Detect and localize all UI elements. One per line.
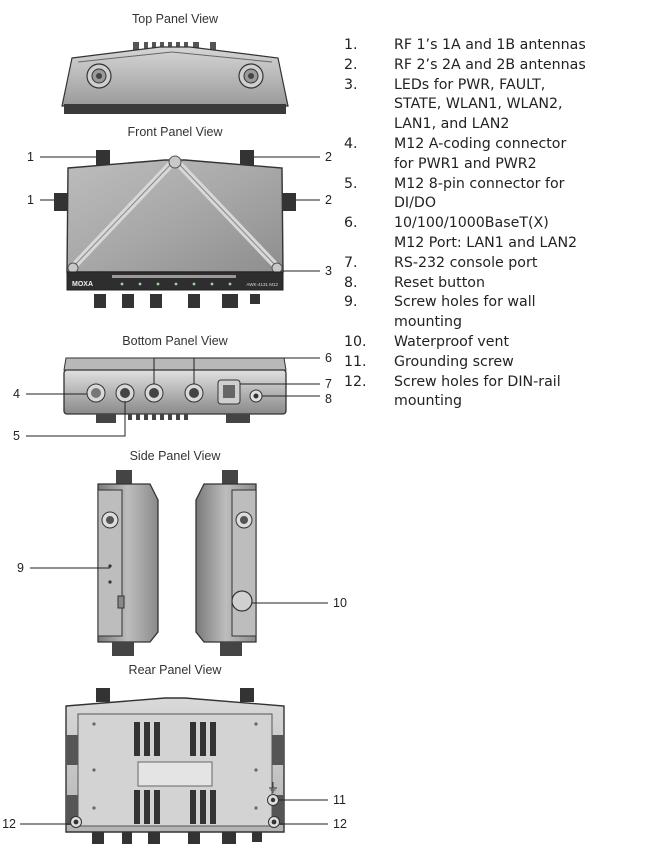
legend-item: 8.Reset button (344, 274, 485, 291)
din-rail-screw-icon (268, 816, 280, 828)
leader-lines (20, 156, 328, 825)
callout-1: 1 (27, 193, 34, 207)
callout-8: 8 (325, 392, 332, 406)
pwr-connector-icon (86, 383, 106, 403)
callout-10: 10 (333, 596, 347, 610)
callout-1: 1 (27, 150, 34, 164)
side-panel-left-device (97, 470, 159, 656)
lan1-connector-icon (144, 383, 164, 403)
grounding-screw-icon (267, 782, 279, 806)
legend-item: 3.LEDs for PWR, FAULT,STATE, WLAN1, WLAN… (344, 76, 563, 133)
antenna-connector-icon (86, 63, 112, 89)
top-panel-device (61, 42, 289, 114)
legend-item: 1.RF 1’s 1A and 1B antennas (344, 37, 586, 53)
top-panel-title: Top Panel View (132, 12, 219, 26)
rear-panel-device (65, 688, 285, 844)
device-diagram: Top Panel View Front Panel V (2, 12, 347, 844)
callout-4: 4 (13, 387, 20, 401)
side-panel-right-device (195, 470, 257, 656)
callout-12: 12 (333, 817, 347, 831)
front-panel-title: Front Panel View (128, 125, 224, 139)
din-rail-screw-icon (70, 816, 82, 828)
bottom-panel-title: Bottom Panel View (122, 334, 228, 348)
callout-2: 2 (325, 150, 332, 164)
callout-11: 11 (333, 793, 346, 807)
callout-9: 9 (17, 561, 24, 575)
console-port-icon (217, 379, 241, 405)
callout-7: 7 (325, 377, 332, 391)
legend-item: 2.RF 2’s 2A and 2B antennas (344, 56, 586, 73)
callout-3: 3 (325, 264, 332, 278)
legend-item: 11.Grounding screw (344, 353, 514, 370)
callout-5: 5 (13, 429, 20, 443)
rear-panel-title: Rear Panel View (129, 663, 223, 677)
antenna-connector-icon (238, 63, 264, 89)
legend-item: 6.10/100/1000BaseT(X)M12 Port: LAN1 and … (344, 215, 578, 251)
legend-list: 1.RF 1’s 1A and 1B antennas 2.RF 2’s 2A … (344, 36, 670, 412)
front-model-label: AWK-4131 M12 (246, 282, 278, 287)
waterproof-vent-icon (231, 590, 253, 612)
callout-12: 12 (2, 817, 16, 831)
dido-connector-icon (115, 383, 135, 403)
legend-item: 10.Waterproof vent (344, 333, 510, 350)
callout-2: 2 (325, 193, 332, 207)
callout-6: 6 (325, 351, 332, 365)
bottom-panel-device (63, 357, 287, 423)
side-panel-title: Side Panel View (130, 449, 222, 463)
front-brand-logo: MOXA (72, 281, 93, 288)
lan2-connector-icon (184, 383, 204, 403)
reset-button-icon (249, 389, 263, 403)
legend-item: 7.RS-232 console port (344, 254, 538, 271)
front-panel-device: MOXA AWK-4131 M12 (54, 150, 296, 308)
